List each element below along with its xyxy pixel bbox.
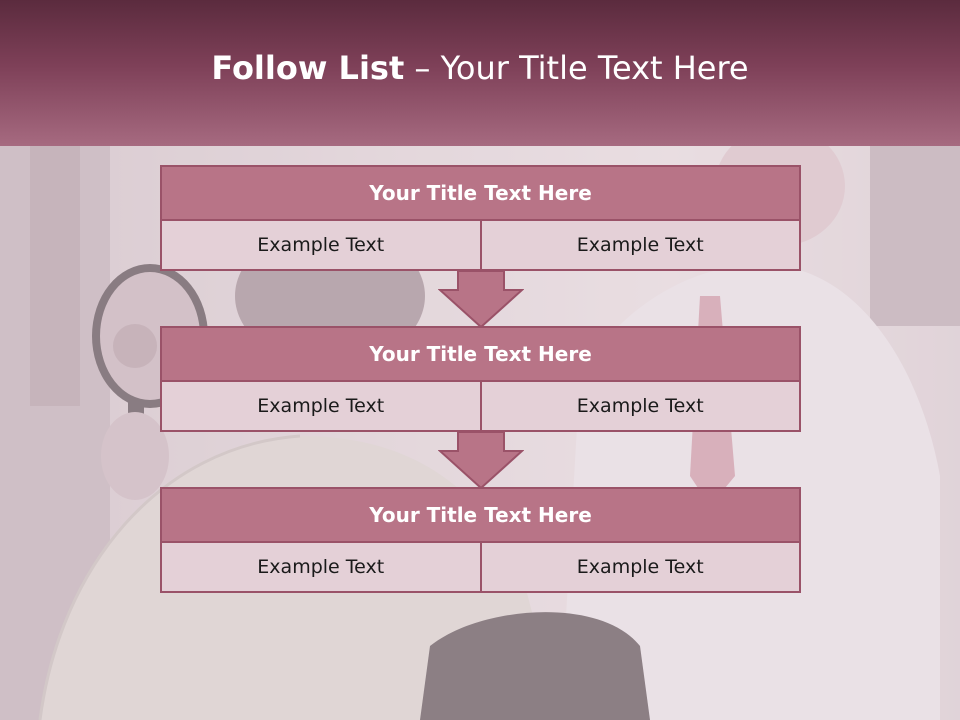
slide-title: Follow List – Your Title Text Here [211, 49, 748, 87]
block-cell-right: Example Text [481, 543, 801, 593]
down-arrow-icon [438, 270, 524, 328]
title-bold: Follow List [211, 49, 405, 87]
slide-header: Follow List – Your Title Text Here [0, 0, 960, 146]
block-title: Your Title Text Here [160, 326, 801, 382]
flow-block-3: Your Title Text Here Example Text Exampl… [160, 487, 801, 593]
block-cell-left: Example Text [160, 382, 482, 432]
block-cell-left: Example Text [160, 221, 482, 271]
flow-block-1: Your Title Text Here Example Text Exampl… [160, 165, 801, 271]
block-title: Your Title Text Here [160, 487, 801, 543]
block-row: Example Text Example Text [160, 221, 801, 271]
title-rest: – Your Title Text Here [404, 49, 749, 87]
block-title: Your Title Text Here [160, 165, 801, 221]
block-row: Example Text Example Text [160, 543, 801, 593]
down-arrow-icon [438, 431, 524, 489]
block-cell-right: Example Text [481, 221, 801, 271]
block-row: Example Text Example Text [160, 382, 801, 432]
block-cell-right: Example Text [481, 382, 801, 432]
flow-block-2: Your Title Text Here Example Text Exampl… [160, 326, 801, 432]
block-cell-left: Example Text [160, 543, 482, 593]
